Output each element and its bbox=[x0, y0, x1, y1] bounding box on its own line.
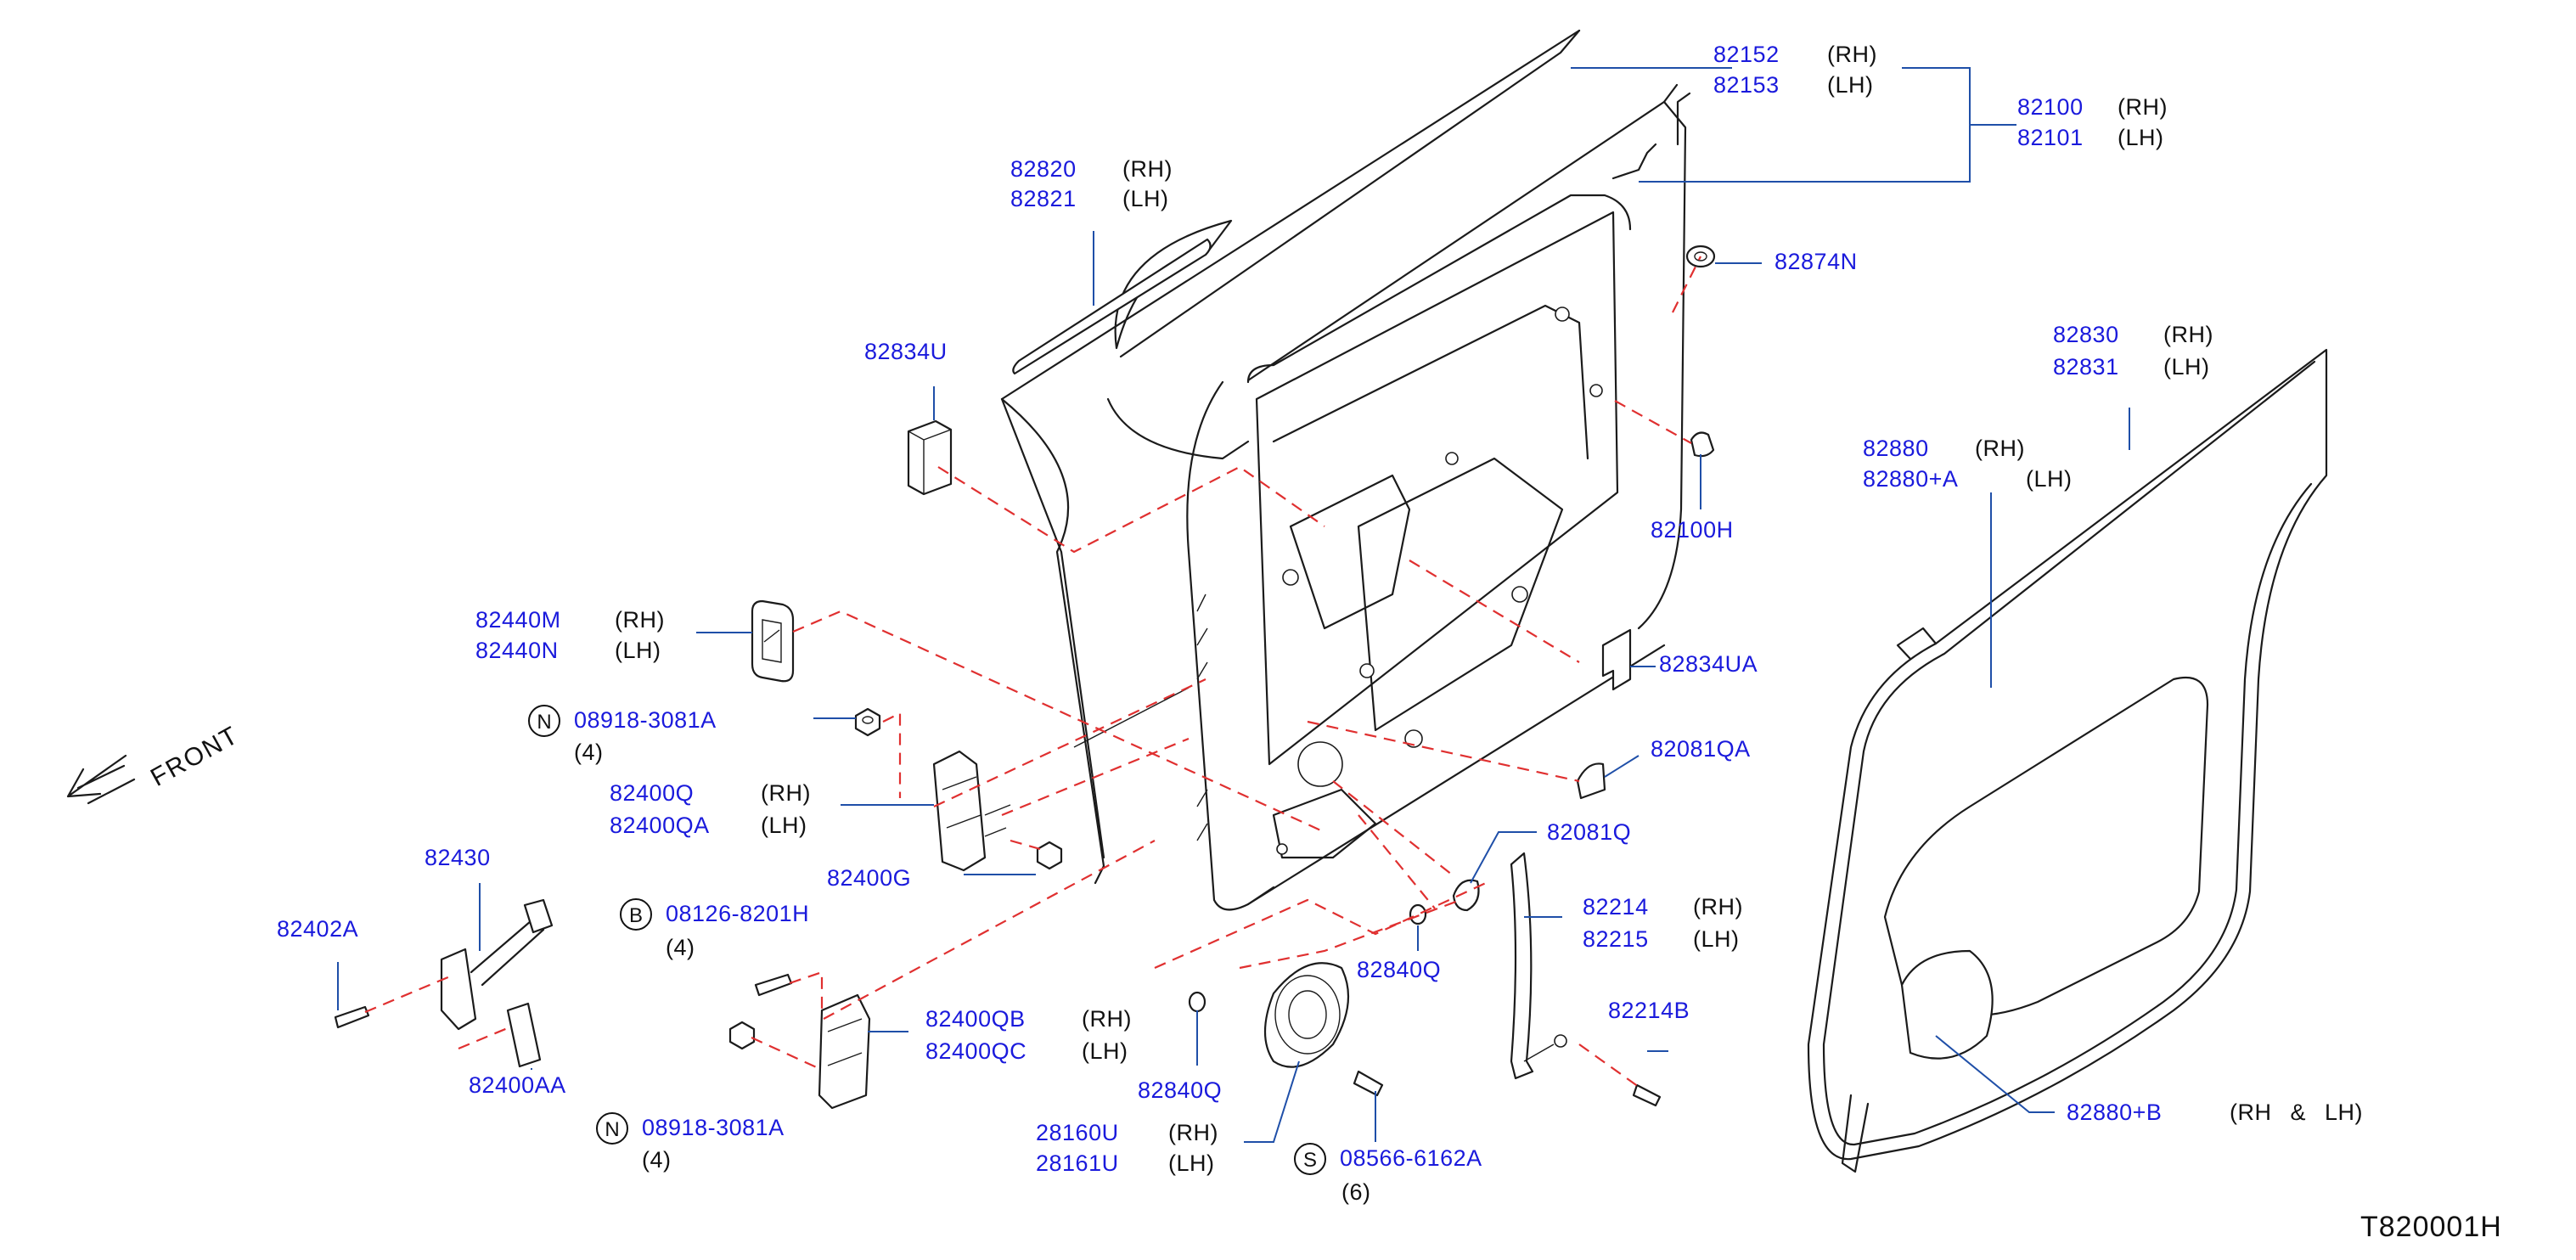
check-link-number: 82430 bbox=[425, 845, 491, 870]
hinge-upper-lh-side: (LH) bbox=[761, 813, 807, 838]
cover-82081QA-number: 82081QA bbox=[1651, 736, 1751, 762]
seal-b-side: (RH & LH) bbox=[2230, 1100, 2364, 1125]
speaker-rh-number: 28160U bbox=[1036, 1120, 1119, 1145]
clip-82874N-number: 82874N bbox=[1775, 249, 1858, 274]
weatherstrip-rh-number: 82830 bbox=[2053, 322, 2119, 347]
weatherstrip-lh-side: (LH) bbox=[2163, 354, 2210, 380]
speaker-drawing bbox=[1263, 962, 1384, 1097]
screw-s-symbol: S bbox=[1294, 1143, 1326, 1175]
sash-rh-number: 82214 bbox=[1583, 894, 1649, 920]
hinge-lower-rh-number: 82400QB bbox=[925, 1006, 1026, 1032]
bracket-drawing bbox=[1601, 628, 1632, 691]
molding-rh-number: 82820 bbox=[1010, 156, 1077, 182]
seal-screen-rh-side: (RH) bbox=[1975, 436, 2025, 461]
weatherstrip-lh-number: 82831 bbox=[2053, 354, 2119, 380]
check-link-drawing bbox=[334, 898, 554, 1068]
outer-panel-lh-side: (LH) bbox=[1827, 72, 1874, 98]
outer-panel-lh-number: 82153 bbox=[1713, 72, 1780, 98]
cover-82081Q-number: 82081Q bbox=[1547, 819, 1632, 845]
nut-n-bottom-number: 08918-3081A bbox=[642, 1115, 785, 1140]
leader-lines bbox=[337, 67, 2130, 1143]
bolt-b-qty: (4) bbox=[666, 935, 695, 960]
sash-rh-side: (RH) bbox=[1693, 894, 1743, 920]
bolt-b-number: 08126-8201H bbox=[666, 901, 810, 926]
seal-b-number: 82880+B bbox=[2067, 1100, 2163, 1125]
plug-82840Q-a-number: 82840Q bbox=[1357, 957, 1442, 982]
bolt-82402A-number: 82402A bbox=[277, 916, 359, 942]
nut-n-bottom-qty: (4) bbox=[642, 1147, 672, 1173]
handle-drawing bbox=[751, 599, 795, 683]
outer-panel-rh-number: 82152 bbox=[1713, 42, 1780, 67]
molding-rh-side: (RH) bbox=[1122, 156, 1173, 182]
hinge-upper-rh-side: (RH) bbox=[761, 780, 811, 806]
door-assy-rh-number: 82100 bbox=[2017, 94, 2084, 120]
upper-hinge-drawing bbox=[932, 750, 1011, 872]
handle-rh-side: (RH) bbox=[615, 607, 665, 633]
handle-lh-side: (LH) bbox=[615, 638, 661, 663]
covers-drawing bbox=[1452, 762, 1606, 912]
pad-drawing bbox=[907, 419, 953, 496]
plug-82840Q-b-number: 82840Q bbox=[1138, 1077, 1223, 1103]
plug-drawing bbox=[1690, 431, 1715, 458]
outer-panel-rh-side: (RH) bbox=[1827, 42, 1877, 67]
bracket-82834UA-number: 82834UA bbox=[1659, 651, 1758, 677]
plugs-drawing bbox=[1188, 903, 1427, 1013]
seal-screen-lh-side: (LH) bbox=[2026, 466, 2073, 492]
speaker-rh-side: (RH) bbox=[1168, 1120, 1218, 1145]
pad-82834U-number: 82834U bbox=[864, 339, 948, 364]
speaker-lh-side: (LH) bbox=[1168, 1150, 1215, 1176]
nuts-drawing bbox=[728, 707, 1063, 1050]
seal-screen-lh-number: 82880+A bbox=[1863, 466, 1959, 492]
nut-n-top-number: 08918-3081A bbox=[574, 707, 717, 733]
door-assy-rh-side: (RH) bbox=[2118, 94, 2168, 120]
handle-lh-number: 82440N bbox=[475, 638, 559, 663]
sash-drawing bbox=[1510, 852, 1662, 1107]
screw-s-qty: (6) bbox=[1341, 1179, 1371, 1205]
door-assy-lh-number: 82101 bbox=[2017, 125, 2084, 150]
hinge-lower-lh-number: 82400QC bbox=[925, 1038, 1027, 1064]
door-assy-lh-side: (LH) bbox=[2118, 125, 2164, 150]
hinge-lower-rh-side: (RH) bbox=[1082, 1006, 1132, 1032]
lower-hinge-drawing bbox=[754, 973, 871, 1110]
nut-n-bottom-symbol: N bbox=[596, 1112, 628, 1145]
bolt-b-symbol: B bbox=[620, 898, 652, 931]
nut-n-top-symbol: N bbox=[528, 705, 560, 737]
plug-82100H-number: 82100H bbox=[1651, 517, 1734, 543]
seal-screen-rh-number: 82880 bbox=[1863, 436, 1929, 461]
bolt-82400G-number: 82400G bbox=[827, 865, 912, 891]
weatherstrip-rh-side: (RH) bbox=[2163, 322, 2213, 347]
handle-rh-number: 82440M bbox=[475, 607, 561, 633]
screw-s-number: 08566-6162A bbox=[1340, 1145, 1482, 1171]
nut-n-top-qty: (4) bbox=[574, 740, 604, 765]
speaker-lh-number: 28161U bbox=[1036, 1150, 1119, 1176]
sash-lh-number: 82215 bbox=[1583, 926, 1649, 952]
bolt-82400AA-number: 82400AA bbox=[469, 1072, 566, 1098]
sash-lh-side: (LH) bbox=[1693, 926, 1740, 952]
molding-drawing bbox=[1012, 238, 1212, 375]
molding-lh-side: (LH) bbox=[1122, 186, 1169, 211]
bolt-82214B-number: 82214B bbox=[1608, 998, 1690, 1023]
molding-lh-number: 82821 bbox=[1010, 186, 1077, 211]
front-arrow-icon bbox=[66, 754, 136, 805]
hinge-upper-lh-number: 82400QA bbox=[610, 813, 710, 838]
hinge-lower-lh-side: (LH) bbox=[1082, 1038, 1128, 1064]
weatherstrip-drawing bbox=[1807, 348, 2328, 1173]
diagram-code: T820001H bbox=[2360, 1211, 2502, 1243]
door-assembly-drawing bbox=[1000, 29, 1691, 911]
assembly-dashed-lines bbox=[364, 256, 1701, 1088]
hinge-upper-rh-number: 82400Q bbox=[610, 780, 695, 806]
